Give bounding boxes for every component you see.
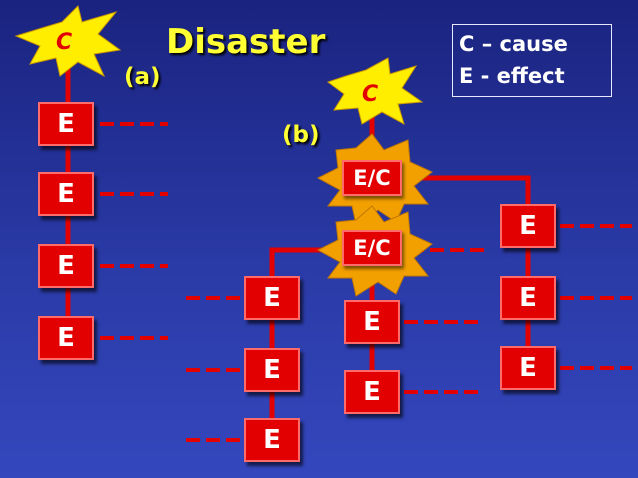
effect-node: E <box>38 244 94 288</box>
effect-node: E <box>38 172 94 216</box>
legend-cause: C – cause <box>459 32 568 56</box>
effect-node: E <box>500 276 556 320</box>
cause-burst <box>14 5 122 78</box>
effect-node: E <box>244 276 300 320</box>
effect-node: E <box>344 300 400 344</box>
effect-cause-node: E/C <box>342 230 402 266</box>
effect-node: E <box>38 316 94 360</box>
effect-node: E <box>38 102 94 146</box>
legend-effect: E - effect <box>459 64 565 88</box>
legend-box: C – cause E - effect <box>452 24 612 97</box>
effect-node: E <box>500 204 556 248</box>
cause-burst <box>326 57 424 126</box>
cause-node-b: C <box>362 82 379 107</box>
effect-cause-node: E/C <box>342 160 402 196</box>
label-b: (b) <box>282 122 320 148</box>
effect-node: E <box>244 418 300 462</box>
effect-node: E <box>500 346 556 390</box>
cause-node-a: C <box>56 30 73 55</box>
slide-title: Disaster <box>166 22 326 62</box>
label-a: (a) <box>124 64 161 90</box>
effect-node: E <box>244 348 300 392</box>
effect-node: E <box>344 370 400 414</box>
